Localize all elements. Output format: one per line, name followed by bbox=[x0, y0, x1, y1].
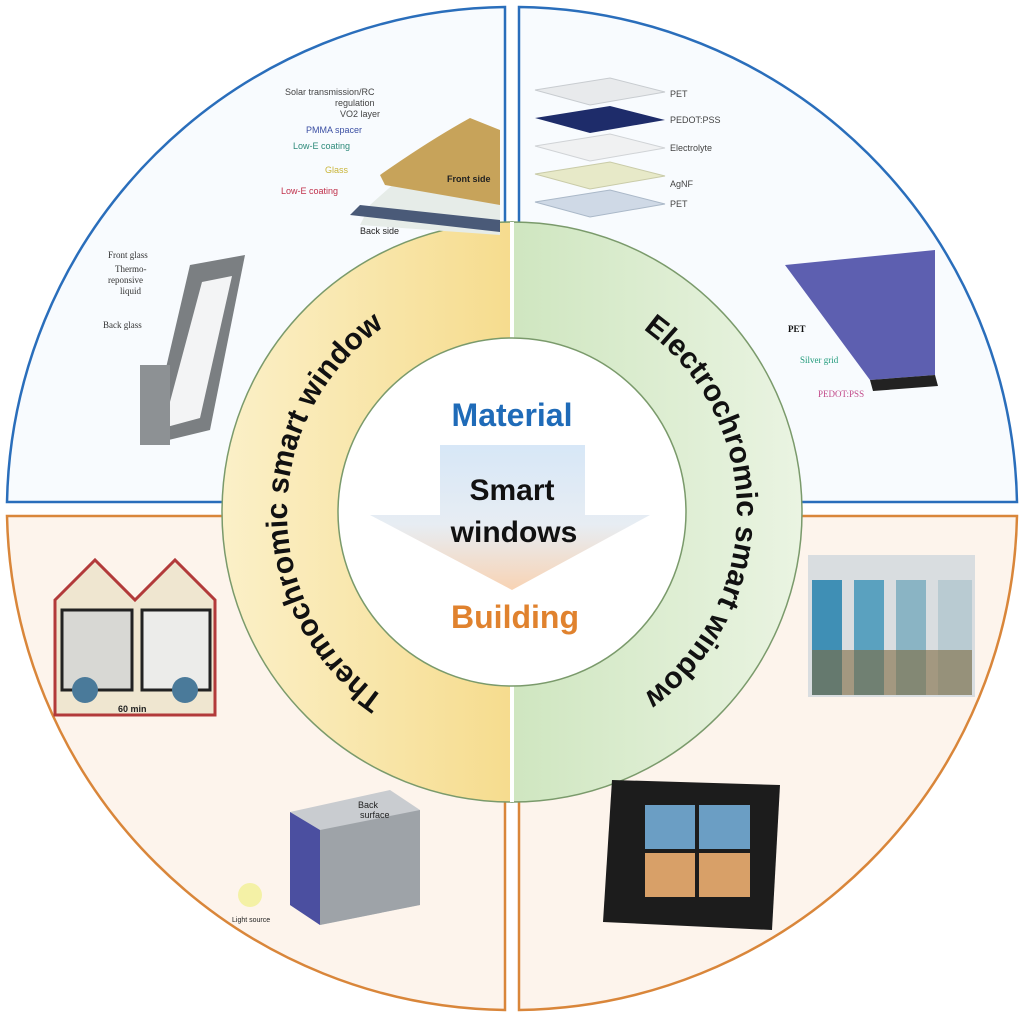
frame-label: liquid bbox=[120, 286, 142, 296]
tinted-windows-photo bbox=[808, 555, 975, 697]
light-bulb-icon bbox=[238, 883, 262, 907]
frame-label: Back glass bbox=[103, 320, 142, 330]
frame-label: reponsive bbox=[108, 275, 143, 285]
label-smart: Smart bbox=[469, 474, 554, 507]
box-label: Light source bbox=[232, 917, 270, 924]
houses-illustration: 60 min bbox=[53, 557, 217, 717]
film-label: Low-E coating bbox=[293, 141, 350, 151]
vo2-film-illustration: Solar transmission/RC regulation VO2 lay… bbox=[281, 87, 500, 236]
film-label: Solar transmission/RC bbox=[285, 87, 375, 97]
test-box-illustration: Back surface Light source bbox=[232, 790, 420, 925]
layer-label: PET bbox=[670, 89, 688, 99]
label-material: Material bbox=[452, 397, 573, 433]
down-arrow bbox=[370, 445, 650, 590]
grid-label: PEDOT:PSS bbox=[818, 389, 864, 399]
film-label: Glass bbox=[325, 165, 349, 175]
grid-label: PET bbox=[788, 324, 806, 334]
electrochromic-layer-stack: PET PEDOT:PSS Electrolyte AgNF PET bbox=[534, 77, 721, 218]
film-label: Front side bbox=[447, 174, 491, 184]
layer-label: PEDOT:PSS bbox=[670, 115, 721, 125]
label-windows: windows bbox=[450, 516, 578, 549]
film-label: Low-E coating bbox=[281, 186, 338, 196]
grid-label: Silver grid bbox=[800, 355, 839, 365]
window-device-photo bbox=[603, 780, 780, 930]
frame-label: Thermo- bbox=[115, 264, 147, 274]
house-time-label: 60 min bbox=[118, 704, 147, 714]
layer-label: AgNF bbox=[670, 179, 694, 189]
frame-label: Front glass bbox=[108, 250, 148, 260]
thermo-frame-illustration: Front glass Thermo- reponsive liquid Bac… bbox=[103, 250, 245, 445]
box-label: Back bbox=[358, 800, 379, 810]
film-label: regulation bbox=[335, 98, 375, 108]
film-label: PMMA spacer bbox=[306, 125, 362, 135]
film-label: VO2 layer bbox=[340, 109, 380, 119]
label-building: Building bbox=[451, 599, 579, 635]
silver-grid-illustration: PET Silver grid PEDOT:PSS bbox=[785, 250, 938, 399]
box-label: surface bbox=[360, 810, 390, 820]
layer-label: Electrolyte bbox=[670, 143, 712, 153]
film-label: Back side bbox=[360, 226, 399, 236]
layer-label: PET bbox=[670, 199, 688, 209]
